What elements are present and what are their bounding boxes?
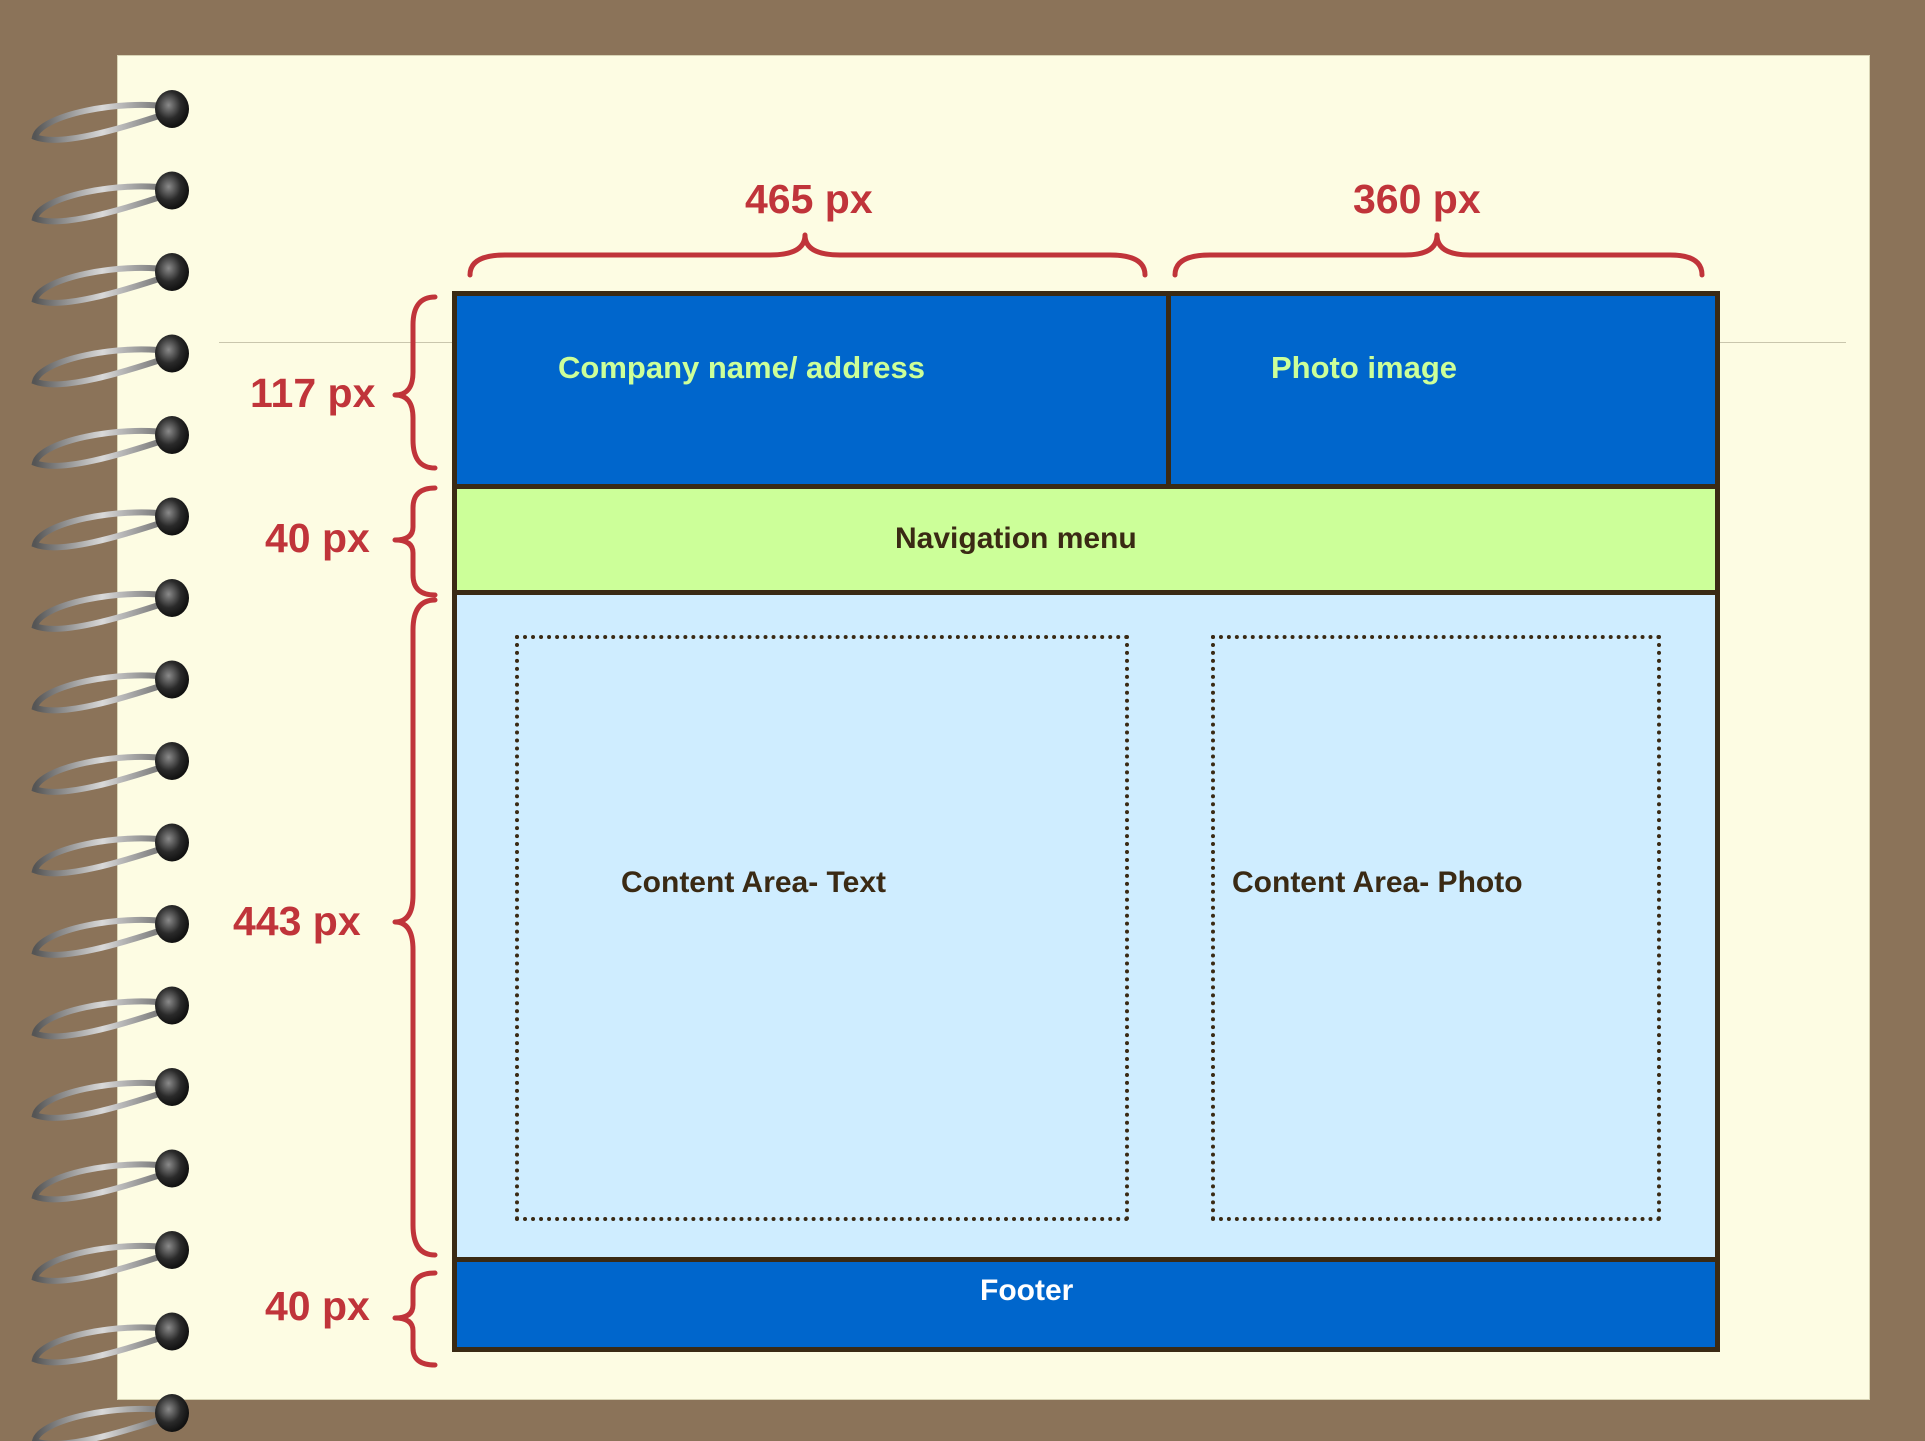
spiral-hole — [155, 253, 189, 291]
spiral-coil — [31, 1405, 171, 1441]
spiral-coil — [31, 672, 171, 714]
content-text-box: Content Area- Text — [515, 635, 1129, 1221]
spiral-coil — [31, 916, 171, 958]
spiral-hole — [155, 1149, 189, 1188]
page-layout-diagram: Company name/ address Photo image Naviga… — [452, 291, 1720, 1352]
footer-block: Footer — [457, 1262, 1715, 1347]
spiral-coil — [31, 264, 171, 306]
spiral-coil — [31, 346, 171, 388]
spiral-coil — [31, 101, 171, 143]
spiral-coil — [31, 1079, 171, 1121]
header-company-block: Company name/ address — [457, 296, 1171, 489]
header-photo-block: Photo image — [1171, 296, 1715, 489]
header-photo-label: Photo image — [1271, 350, 1458, 385]
spiral-hole — [155, 1231, 189, 1269]
dimension-width-left: 465 px — [745, 176, 873, 222]
content-photo-label: Content Area- Photo — [1232, 866, 1523, 899]
spiral-hole — [155, 416, 189, 454]
spiral-hole — [155, 742, 189, 780]
dimension-height-footer: 40 px — [265, 1283, 370, 1329]
dimension-width-right: 360 px — [1353, 176, 1481, 222]
spiral-coil — [31, 1161, 171, 1203]
navigation-menu-label: Navigation menu — [895, 522, 1137, 555]
content-text-label: Content Area- Text — [621, 866, 887, 899]
dimension-height-nav: 40 px — [265, 515, 370, 561]
spiral-hole — [155, 497, 189, 536]
spiral-coil — [31, 509, 171, 551]
spiral-coil — [31, 1242, 171, 1284]
spiral-coil — [31, 753, 171, 795]
dimension-height-header: 117 px — [250, 370, 376, 416]
content-area-block: Content Area- Text Content Area- Photo — [457, 595, 1715, 1262]
spiral-hole — [155, 660, 189, 699]
spiral-hole — [155, 905, 189, 943]
spiral-hole — [155, 1394, 189, 1432]
spiral-binding-icon — [31, 90, 189, 1441]
spiral-hole — [155, 1068, 189, 1106]
spiral-hole — [155, 986, 189, 1025]
spiral-coil — [31, 590, 171, 632]
dimension-height-content: 443 px — [233, 898, 361, 944]
spiral-hole — [155, 334, 189, 373]
spiral-coil — [31, 1324, 171, 1366]
footer-label: Footer — [980, 1274, 1074, 1307]
spiral-hole — [155, 1312, 189, 1351]
content-photo-box: Content Area- Photo — [1211, 635, 1661, 1221]
spiral-hole — [155, 171, 189, 210]
spiral-hole — [155, 823, 189, 862]
spiral-hole — [155, 579, 189, 617]
spiral-coil — [31, 998, 171, 1040]
navigation-menu-block: Navigation menu — [457, 489, 1715, 595]
header-company-label: Company name/ address — [558, 350, 925, 385]
spiral-coil — [31, 427, 171, 469]
spiral-hole — [155, 90, 189, 128]
spiral-coil — [31, 835, 171, 877]
spiral-coil — [31, 183, 171, 225]
